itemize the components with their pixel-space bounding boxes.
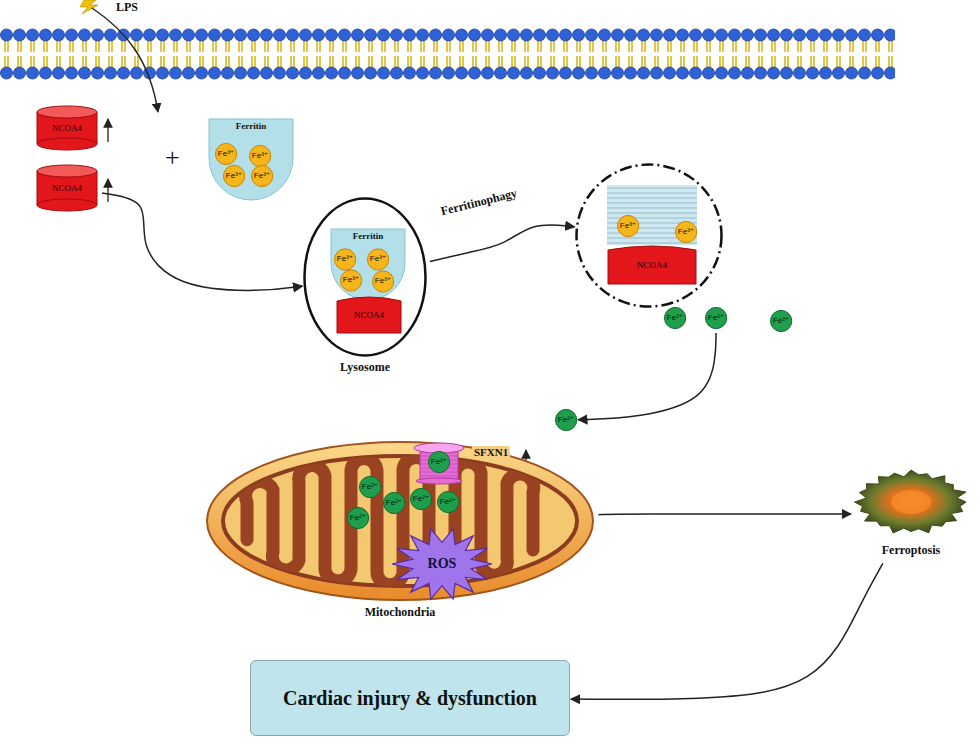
node-heading: Mitochondria [365,606,436,620]
node-label: Fe²⁺ [773,316,789,325]
stimulus-label: LPS [116,1,138,14]
node-label: Fe²⁺ [350,513,366,522]
connector-arrow [430,225,575,262]
node-label: Fe²⁺ [386,498,402,507]
node-label: Fe³⁺ [218,149,234,158]
node-label: Fe²⁺ [440,497,456,506]
iron-ion: Fe³⁺ [223,165,245,187]
node-label: Fe³⁺ [620,221,636,230]
node-label: Fe³⁺ [252,151,268,160]
iron-ion: Fe²⁺ [664,307,686,329]
node-label: NCOA4 [52,183,82,193]
autophagosome: Fe³⁺ Fe³⁺ NCOA4 [575,163,723,308]
iron-ion: Fe³⁺ [215,143,237,165]
iron-ion: Fe³⁺ [367,249,389,270]
iron-ion: Fe²⁺ [437,491,459,513]
ncoa4-cylinder: NCOA4 [36,165,98,211]
node-heading: Ferritin [353,231,384,241]
outcome-box: Cardiac injury & dysfunction [250,660,570,736]
node-label: Fe²⁺ [667,313,683,322]
node-label: Fe²⁺ [708,313,724,322]
iron-ion: Fe²⁺ [770,310,792,332]
mitochondrion: MitochondriaSFXN1Fe²⁺Fe²⁺Fe²⁺Fe²⁺Fe²⁺Fe²… [205,440,595,602]
node-label: Fe³⁺ [226,171,242,180]
lps-arrow [92,8,158,112]
iron-ion: Fe³⁺ [334,249,356,270]
iron-ion: Fe²⁺ [359,476,381,498]
plus-sign: + [165,144,180,173]
node-label: Fe³⁺ [375,276,391,285]
autophagosome-shape [575,163,723,308]
iron-ion: Fe²⁺ [383,492,405,514]
node-label: Cardiac injury & dysfunction [283,687,537,710]
node-label: Fe²⁺ [413,494,429,503]
iron-ion: Fe²⁺ [428,451,450,473]
iron-ion: Fe³⁺ [249,145,271,167]
iron-ion: Fe³⁺ [372,271,394,292]
degraded-ferritin-stripes [607,185,697,245]
lps-icon [80,0,98,14]
node-label: Fe²⁺ [362,482,378,491]
node-heading: Ferroptosis [882,544,940,558]
ncoa4-block: NCOA4 [336,296,402,334]
connector-arrow [102,193,302,290]
node-label: Fe²⁺ [558,415,574,424]
ncoa4-block: NCOA4 [607,245,697,285]
node-label: NCOA4 [637,260,667,270]
sfxn1-channel: SFXN1Fe²⁺ [412,442,466,484]
cell-membrane [0,28,895,80]
ros-burst: ROS [392,528,492,600]
iron-ion: Fe³⁺ [251,165,273,187]
node-heading: SFXN1 [472,446,510,459]
node-label: NCOA4 [52,123,82,133]
iron-ion: Fe²⁺ [705,307,727,329]
ferroptotic-cell: Ferroptosis [852,468,970,560]
node-label: Fe³⁺ [254,171,270,180]
connector-arrow [598,513,851,515]
node-heading: Lysosome [340,361,390,375]
iron-ion: Fe²⁺ [555,409,577,431]
iron-ion: Fe³⁺ [675,221,697,243]
iron-ion: Fe³⁺ [340,270,362,291]
ferritin-cage: FerritinFe³⁺ Fe³⁺ Fe³⁺ Fe³⁺ [330,228,406,300]
node-label: Fe³⁺ [343,275,359,284]
iron-ion: Fe³⁺ [617,215,639,237]
node-heading: Ferritin [236,121,267,131]
node-label: Fe²⁺ [431,457,447,466]
iron-ion: Fe²⁺ [410,488,432,510]
node-label: ROS [428,556,457,572]
node-label: Fe³⁺ [678,227,694,236]
ncoa4-cylinder: NCOA4 [36,106,98,150]
node-label: NCOA4 [354,310,384,320]
node-label: Fe³⁺ [370,254,386,263]
up-arrow [108,119,526,472]
connector-arrow [578,333,716,420]
iron-ion: Fe²⁺ [347,507,369,529]
edge-label: Ferritinophagy [438,186,521,219]
node-label: Fe³⁺ [337,254,353,263]
ferritin-cage: FerritinFe³⁺ Fe³⁺ Fe³⁺ Fe³⁺ [208,118,294,200]
lysosome: LysosomeFerritinFe³⁺Fe³⁺Fe³⁺Fe³⁺NCOA4 [303,197,427,357]
connector-arrow [571,563,883,699]
